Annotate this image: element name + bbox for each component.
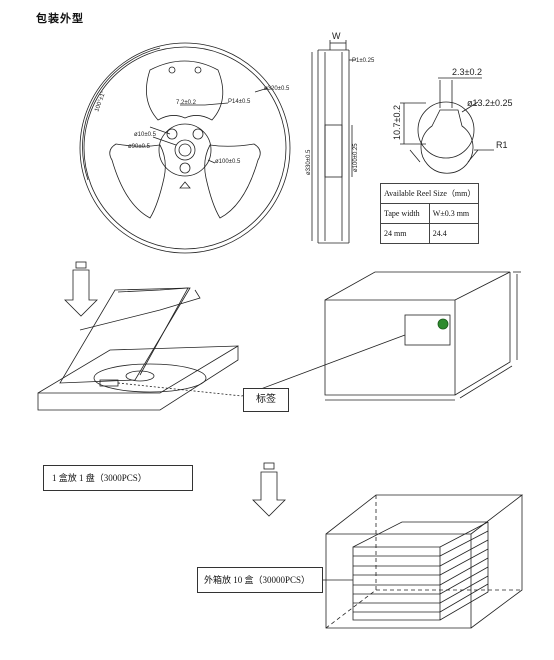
hub-dim-23: 2.3±0.2 [452,67,482,77]
reel-dim-14: P14±0.5 [228,99,251,105]
side-w-label: W [332,31,341,41]
reel-dia-10: ø10±0.5 [134,132,157,138]
carton-drawing [316,494,524,629]
open-box-drawing [37,261,239,411]
label-callout: 标签 [243,388,289,412]
reel-size-table: Available Reel Size（mm） Tape width W±0.3… [379,183,480,244]
hub-dim-107: 10.7±0.2 [392,105,402,140]
carton-quantity-note: 外箱放 10 盒（30000PCS） [197,567,323,593]
hub-dim-r1: R1 [496,140,508,150]
side-p1-label: P1±0.25 [352,58,375,64]
reel-table-title: Available Reel Size（mm） [379,183,480,204]
hub-dim-132: ø13.2±0.25 [467,98,512,108]
side-330-label: ø330±0.5 [306,149,312,175]
reel-table-val2: 24.4 [428,223,480,244]
reel-table-val1: 24 mm [380,223,430,244]
reel-dim-72: 7.2±0.2 [176,100,197,106]
reel-table-col2: W±0.3 mm [428,203,480,224]
reel-arc-label: 100°±1° [94,90,107,113]
page-heading: 包装外型 [36,12,84,25]
closed-box-drawing [117,271,521,401]
box-quantity-note: 1 盒放 1 盘（3000PCS） [43,465,193,491]
hub-detail [400,77,494,174]
down-arrow-icon [252,462,286,517]
reel-table-col1: Tape width [380,203,430,224]
side-100-label: ø100±0.25 [353,143,359,172]
reel-dia-100: ø100±0.5 [215,159,241,165]
reel-dia-320: ø320±0.5 [264,86,290,92]
reel-front-view [79,42,291,254]
reel-side-view [311,40,356,244]
reel-dia-90: ø90±0.5 [128,144,151,150]
